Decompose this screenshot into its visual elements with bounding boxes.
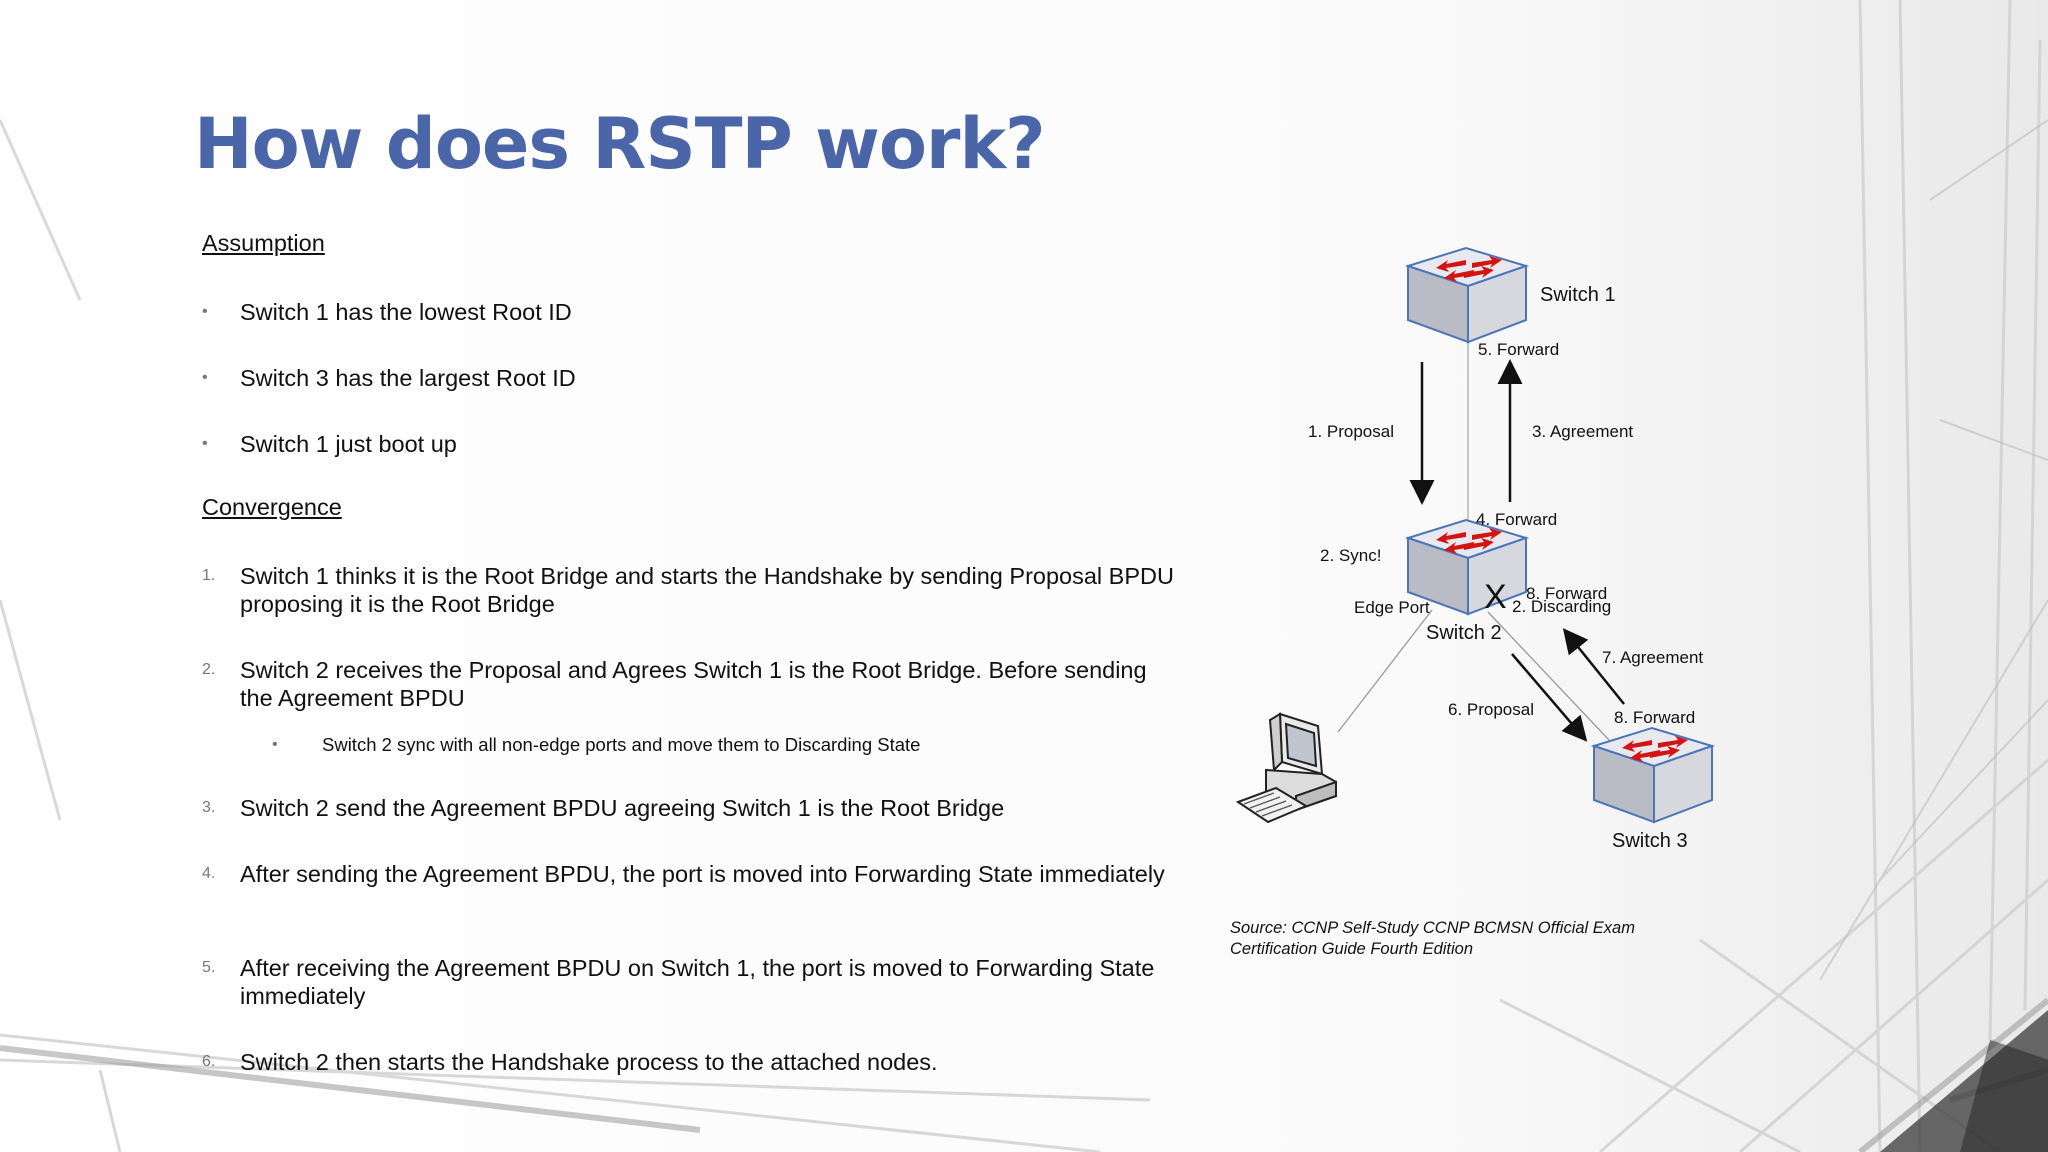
agreement-7-label: 7. Agreement xyxy=(1602,648,1704,667)
bullet-icon: • xyxy=(202,369,208,386)
step-text: After sending the Agreement BPDU, the po… xyxy=(240,861,1165,887)
agreement-3-label: 3. Agreement xyxy=(1532,422,1634,441)
network-switch-icon xyxy=(1407,247,1527,343)
source-line-1: Source: CCNP Self-Study CCNP BCMSN Offic… xyxy=(1230,919,1635,937)
proposal-6-label: 6. Proposal xyxy=(1448,700,1534,719)
bullet-icon: • xyxy=(272,736,278,753)
assumption-bullet-2: Switch 3 has the largest Root ID xyxy=(240,365,576,391)
bullet-icon: • xyxy=(202,303,208,320)
sync-2-label: 2. Sync! xyxy=(1320,546,1382,565)
assumption-bullet-3: Switch 1 just boot up xyxy=(240,431,457,457)
proposal-1-label: 1. Proposal xyxy=(1308,422,1394,441)
switch-3-label: Switch 3 xyxy=(1612,830,1688,852)
network-switch-icon xyxy=(1593,727,1713,823)
blocked-port-mark: X xyxy=(1484,578,1507,616)
convergence-heading: Convergence xyxy=(202,494,342,520)
assumption-heading: Assumption xyxy=(202,230,325,256)
step-number: 6. xyxy=(202,1053,216,1070)
desktop-computer-icon xyxy=(1235,712,1337,824)
step-number: 5. xyxy=(202,959,216,976)
switch-2-label: Switch 2 xyxy=(1426,622,1502,644)
bullet-icon: • xyxy=(202,435,208,452)
forward-8b-label: 8. Forward xyxy=(1614,708,1696,727)
sub-bullet-text: Switch 2 sync with all non-edge ports an… xyxy=(322,734,921,755)
step-text: Switch 1 thinks it is the Root Bridge an… xyxy=(240,563,1174,617)
step-text: Switch 2 send the Agreement BPDU agreein… xyxy=(240,795,1005,821)
step-number: 3. xyxy=(202,799,216,816)
step-text: After receiving the Agreement BPDU on Sw… xyxy=(240,955,1155,1009)
step-number: 1. xyxy=(202,567,216,584)
slide-title: How does RSTP work? xyxy=(194,103,1046,185)
step-number: 4. xyxy=(202,865,216,882)
step-number: 2. xyxy=(202,661,216,678)
forward-4-label: 4. Forward xyxy=(1476,510,1558,529)
step-text: Switch 2 then starts the Handshake proce… xyxy=(240,1049,938,1075)
forward-5-label: 5. Forward xyxy=(1478,340,1560,359)
edge-port-label: Edge Port xyxy=(1354,598,1430,617)
step-text: Switch 2 receives the Proposal and Agree… xyxy=(240,657,1147,711)
forward-8a-label: 8. Forward xyxy=(1526,584,1608,603)
source-citation: Source: CCNP Self-Study CCNP BCMSN Offic… xyxy=(1230,918,1635,960)
switch-1-label: Switch 1 xyxy=(1540,284,1616,306)
assumption-bullet-1: Switch 1 has the lowest Root ID xyxy=(240,299,572,325)
rstp-diagram: Switch 1 5. Forward 1. Proposal 3. Agree… xyxy=(1200,230,1760,970)
discarding-2-label: 2. Discarding xyxy=(1512,597,1612,616)
source-line-2: Certification Guide Fourth Edition xyxy=(1230,940,1474,958)
